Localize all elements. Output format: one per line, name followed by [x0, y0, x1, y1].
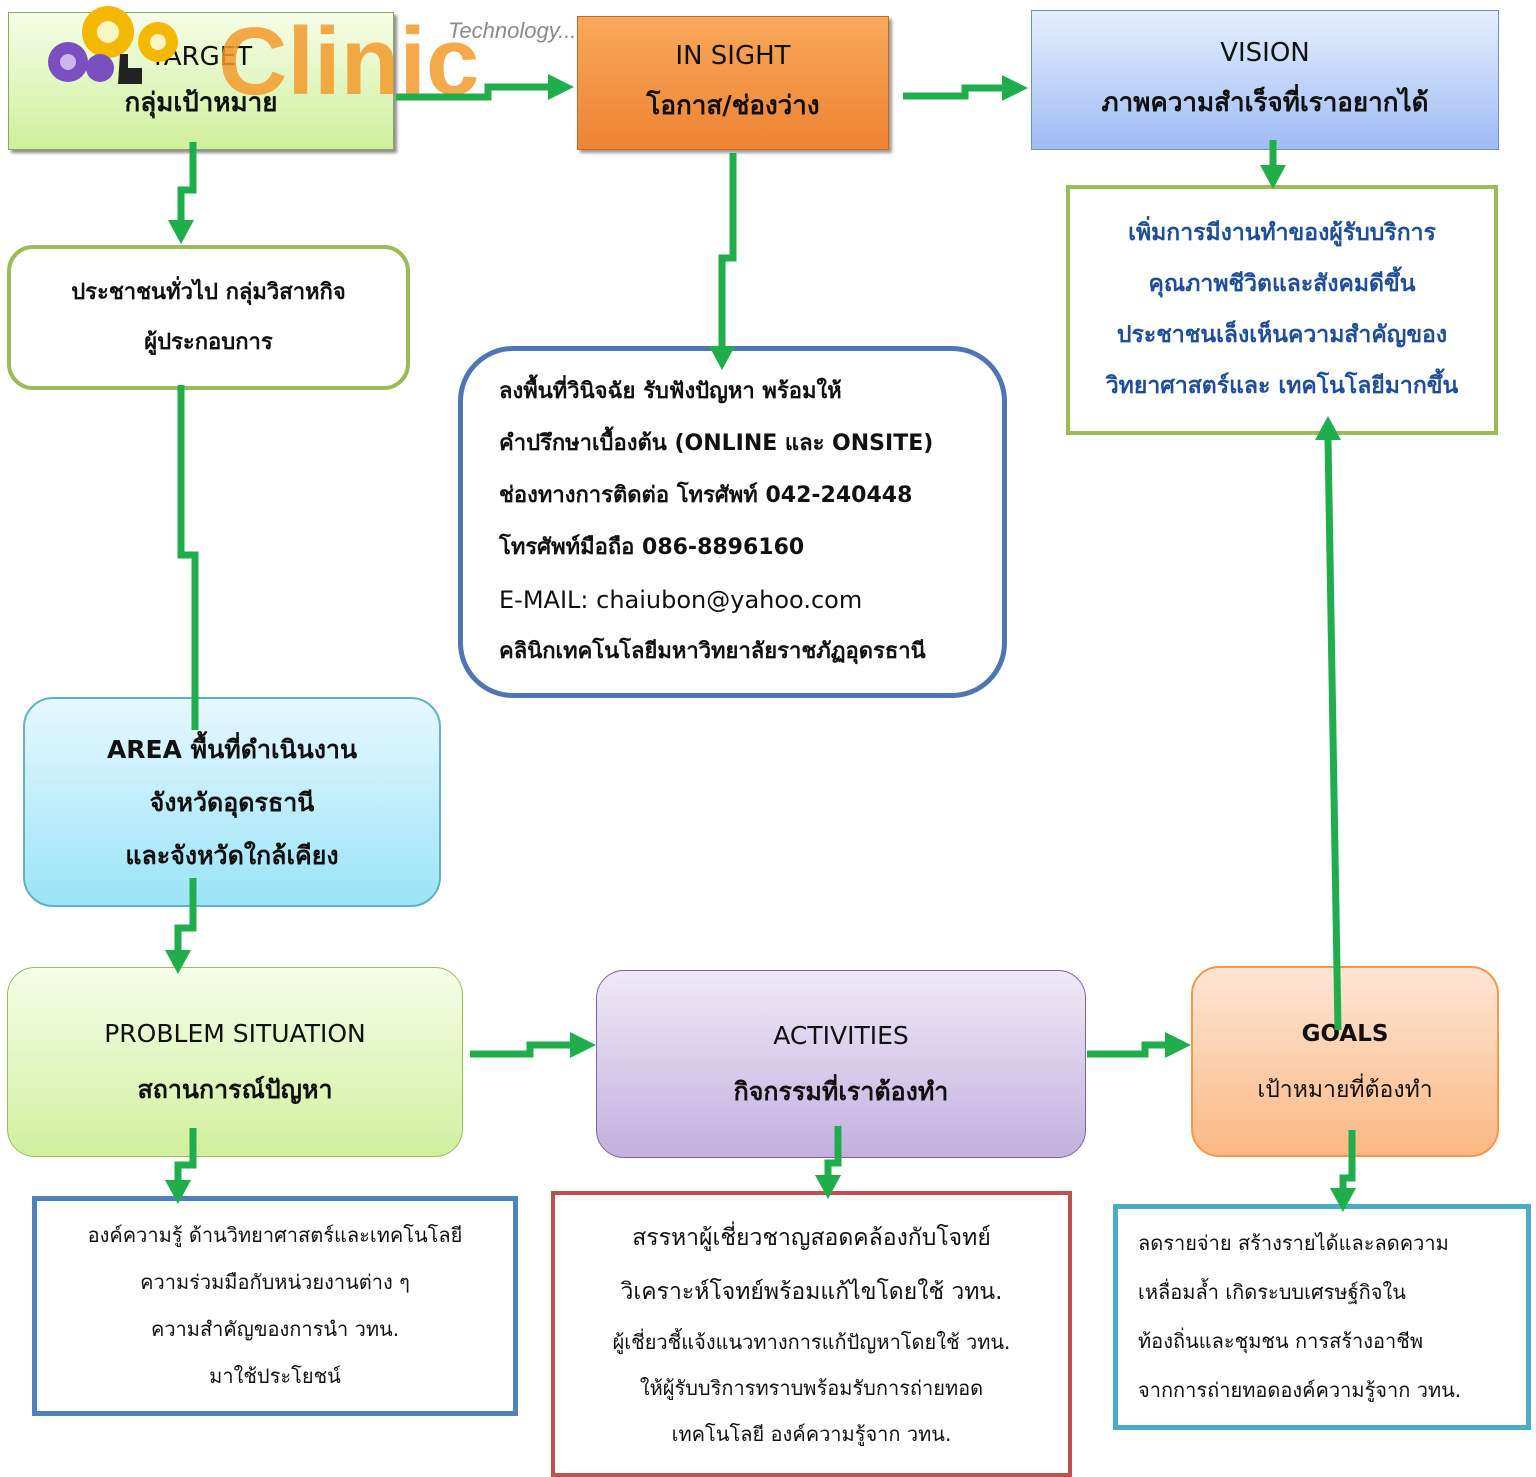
- activities-box: ACTIVITIES กิจกรรมที่เราต้องทำ: [596, 970, 1086, 1158]
- problem-box: PROBLEM SITUATION สถานการณ์ปัญหา: [7, 967, 463, 1157]
- arrowhead-icon: [570, 1032, 596, 1058]
- arrow-public-to-area: [177, 385, 199, 730]
- area-line: AREA พื้นที่ดำเนินงาน: [106, 734, 358, 764]
- experts-line: เทคโนโลยี องค์ความรู้จาก วทน.: [671, 1422, 952, 1446]
- goals-subtitle: เป้าหมายที่ต้องทำ: [1257, 1076, 1433, 1103]
- problem-subtitle: สถานการณ์ปัญหา: [137, 1075, 333, 1104]
- experts-line: สรรหาผู้เชี่ยวชาญสอดคล้องกับโจทย์: [632, 1225, 991, 1251]
- arrowhead-icon: [1165, 1032, 1191, 1058]
- public-line: ประชาชนทั่วไป กลุ่มวิสาหกิจ: [71, 279, 346, 305]
- public-line: ผู้ประกอบการ: [144, 329, 273, 355]
- goals-title: GOALS: [1301, 1020, 1389, 1047]
- vision-detail-line: คุณภาพชีวิตและสังคมดีขึ้น: [1148, 271, 1416, 297]
- vision-detail-line: เพิ่มการมีงานทำของผู้รับบริการ: [1128, 220, 1436, 246]
- email-label: E-MAIL:: [499, 586, 597, 614]
- cursor-hand-icon: [118, 54, 142, 84]
- knowledge-line: องค์ความรู้ ด้านวิทยาศาสตร์และเทคโนโลยี: [87, 1223, 463, 1247]
- area-line: และจังหวัดใกล้เคียง: [125, 840, 339, 870]
- outcome-line: จากการถ่ายทอดองค์ความรู้จาก วทน.: [1138, 1378, 1462, 1402]
- arrow-problem-to-activities: [470, 1032, 596, 1058]
- vision-detail-line: ประชาชนเล็งเห็นความสำคัญของ: [1116, 322, 1448, 348]
- outcome-line: ท้องถิ่นและชุมชน การสร้างอาชีพ: [1138, 1329, 1424, 1353]
- insight-subtitle: โอกาส/ช่องว่าง: [646, 90, 820, 121]
- arrowhead-icon: [168, 220, 194, 244]
- insight-box: IN SIGHT โอกาส/ช่องว่าง: [577, 16, 889, 150]
- public-box: ประชาชนทั่วไป กลุ่มวิสาหกิจ ผู้ประกอบการ: [7, 245, 410, 390]
- arrow-insight-to-channel: [709, 153, 737, 370]
- area-box: AREA พื้นที่ดำเนินงาน จังหวัดอุดรธานี แล…: [23, 697, 441, 907]
- gear-icon: [82, 6, 178, 62]
- outcome-line: เหลื่อมล้ำ เกิดระบบเศรษฐ์กิจใน: [1138, 1280, 1406, 1304]
- arrowhead-icon: [1002, 75, 1028, 101]
- knowledge-line: ความร่วมมือกับหน่วยงานต่าง ๆ: [140, 1270, 410, 1294]
- email-line: E-MAIL: chaiubon@yahoo.com: [499, 574, 862, 626]
- experts-line: ผู้เชี่ยวชี้แจ้งแนวทางการแก้ปัญหาโดยใช้ …: [612, 1330, 1011, 1354]
- vision-subtitle: ภาพความสำเร็จที่เราอยากได้: [1101, 87, 1429, 118]
- channel-line: ช่องทางการติดต่อ โทรศัพท์ 042-240448: [499, 483, 913, 508]
- knowledge-line: ความสำคัญของการนำ วทน.: [150, 1317, 400, 1341]
- logo-tagline: Technology...: [448, 18, 576, 43]
- channel-line: คลินิกเทคโนโลยีมหาวิทยาลัยราชภัฏอุดรธานี: [499, 639, 926, 664]
- experts-line: ให้ผู้รับบริการทราบพร้อมรับการถ่ายทอด: [639, 1376, 984, 1400]
- arrow-activities-to-goals: [1087, 1032, 1191, 1058]
- experts-box: สรรหาผู้เชี่ยวชาญสอดคล้องกับโจทย์ วิเครา…: [551, 1191, 1072, 1477]
- goals-box: GOALS เป้าหมายที่ต้องทำ: [1191, 966, 1499, 1157]
- gear-icon: [48, 42, 114, 82]
- area-line: จังหวัดอุดรธานี: [149, 787, 315, 817]
- target-subtitle: กลุ่มเป้าหมาย: [124, 87, 278, 118]
- activities-title: ACTIVITIES: [773, 1021, 909, 1050]
- outcome-box: ลดรายจ่าย สร้างรายได้และลดความ เหลื่อมล้…: [1113, 1204, 1531, 1430]
- activities-subtitle: กิจกรรมที่เราต้องทำ: [733, 1077, 949, 1106]
- knowledge-line: มาใช้ประโยชน์: [209, 1364, 341, 1388]
- knowledge-box: องค์ความรู้ ด้านวิทยาศาสตร์และเทคโนโลยี …: [32, 1196, 518, 1416]
- vision-detail-box: เพิ่มการมีงานทำของผู้รับบริการ คุณภาพชีว…: [1066, 185, 1498, 435]
- vision-detail-line: วิทยาศาสตร์และ เทคโนโลยีมากขึ้น: [1105, 373, 1459, 399]
- outcome-line: ลดรายจ่าย สร้างรายได้และลดความ: [1138, 1231, 1449, 1255]
- arrow-goals-to-vision-detail: [1315, 416, 1342, 1031]
- channel-line: คำปรึกษาเบื้องต้น (ONLINE และ ONSITE): [499, 431, 934, 456]
- logo-wordmark: Clinic: [218, 8, 479, 112]
- vision-box: VISION ภาพความสำเร็จที่เราอยากได้: [1031, 10, 1499, 150]
- problem-title: PROBLEM SITUATION: [104, 1019, 366, 1048]
- vision-title: VISION: [1220, 37, 1310, 68]
- email-address: chaiubon@yahoo.com: [596, 586, 863, 614]
- arrow-insight-to-vision: [903, 75, 1028, 101]
- clinic-logo: Technology... Clinic: [48, 6, 576, 112]
- experts-line: วิเคราะห์โจทย์พร้อมแก้ไขโดยใช้ วทน.: [620, 1279, 1003, 1305]
- contact-channel-box: ลงพื้นที่วินิจฉัย รับฟังปัญหา พร้อมให้ ค…: [458, 346, 1007, 698]
- channel-line: โทรศัพท์มือถือ 086-8896160: [499, 535, 805, 560]
- channel-line: ลงพื้นที่วินิจฉัย รับฟังปัญหา พร้อมให้: [499, 379, 842, 404]
- arrow-target-to-public: [168, 142, 197, 244]
- insight-title: IN SIGHT: [675, 40, 791, 71]
